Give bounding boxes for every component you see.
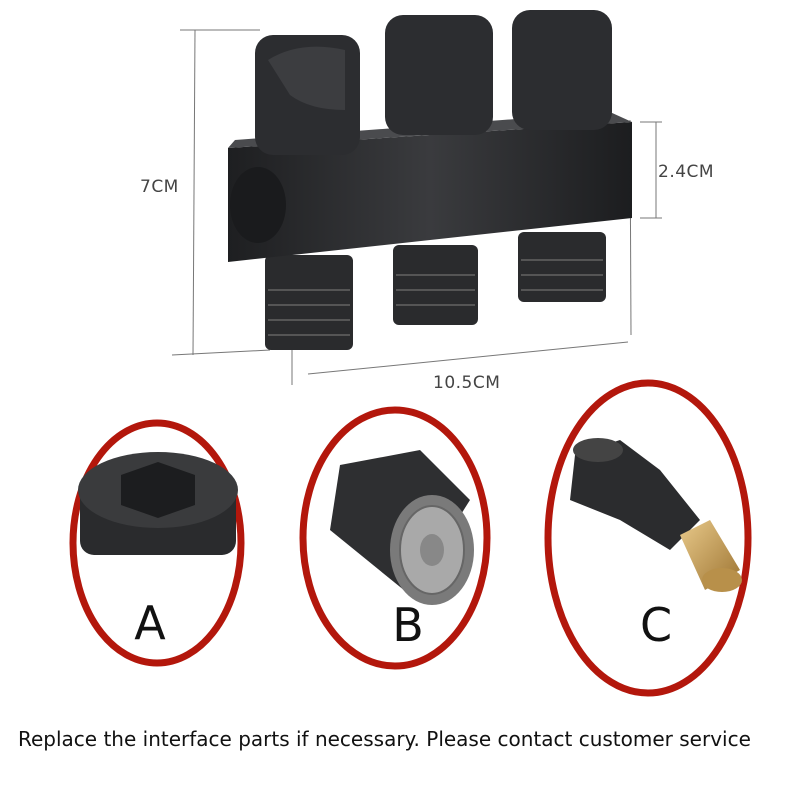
body-height-dimension-label: 2.4CM: [658, 162, 715, 182]
part-b-ring: [299, 406, 491, 670]
quick-connector-icon: [570, 438, 742, 592]
height-dimension-label: 7CM: [140, 177, 179, 197]
part-c-ring: [544, 379, 752, 697]
caption-text: Replace the interface parts if necessary…: [18, 727, 751, 751]
part-a-label: A: [134, 596, 166, 650]
plug-cap-icon: [78, 452, 238, 555]
width-dimension-label: 10.5CM: [433, 373, 501, 393]
dimension-lines: [171, 29, 662, 385]
three-way-valve: [228, 10, 632, 350]
part-b-label: B: [392, 598, 424, 652]
part-c-label: C: [639, 598, 673, 652]
part-a-ring: [69, 419, 245, 667]
aerator-icon: [330, 450, 474, 605]
